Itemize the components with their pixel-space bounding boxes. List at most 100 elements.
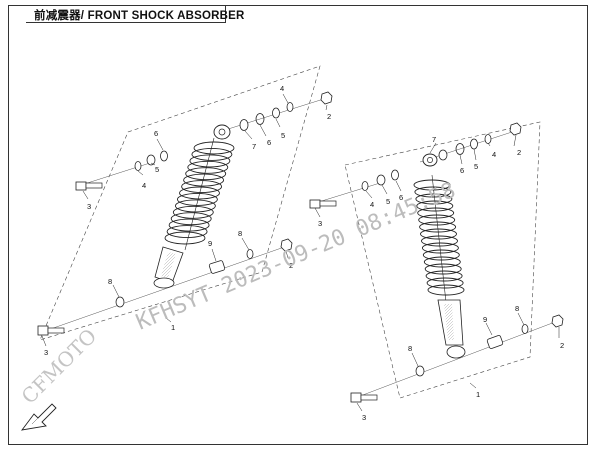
left-shock-assembly: 6 4 5 7 6 5 4 2 9 8 2 3 8 3 1 [37, 65, 333, 357]
bushing-5-top-left [146, 154, 156, 166]
callout-5-d: 5 [474, 162, 478, 171]
callout-7-b: 7 [432, 135, 436, 144]
spring-coil [420, 228, 457, 240]
bushing-7-left [239, 119, 249, 131]
spring-coil [417, 207, 455, 219]
callout-3-b: 3 [44, 348, 48, 357]
top-nut-right [509, 122, 522, 136]
spring-coil [413, 179, 451, 191]
lower-bolt-right [350, 392, 378, 403]
spring-coil [415, 193, 453, 205]
spring-coil [416, 200, 454, 212]
left-assembly-outline [39, 65, 321, 341]
spring-coil [187, 160, 229, 174]
callout-6-a: 6 [154, 129, 158, 138]
spring-coil [168, 218, 210, 232]
callout-9-a: 9 [208, 239, 212, 248]
spring-coil [189, 154, 231, 168]
callout-8-a: 8 [238, 229, 242, 238]
spring-coil [193, 141, 235, 155]
lower-bolt-left [37, 325, 65, 336]
spring-coil [172, 205, 214, 219]
callout-5-b: 5 [281, 131, 285, 140]
ring-6-top-right [391, 169, 399, 181]
bushing-5-top-right [376, 174, 386, 186]
right-spring [413, 174, 465, 303]
spring-coil [421, 235, 458, 247]
front-arrow-icon [20, 403, 57, 431]
spring-coil [427, 284, 465, 296]
bushing-5-left [272, 107, 280, 119]
ring-6-right [455, 143, 465, 155]
title-block [26, 5, 226, 23]
callout-5-c: 5 [386, 197, 390, 206]
left-damper-body [153, 246, 184, 289]
callout-3-a: 3 [87, 202, 91, 211]
right-assembly-outline [344, 121, 541, 399]
top-bolt-right [309, 199, 337, 209]
callout-2-a: 2 [327, 112, 331, 121]
spring-coil [423, 256, 461, 268]
washer-8-left [115, 296, 125, 308]
callout-9-b: 9 [483, 315, 487, 324]
top-bolt [75, 181, 103, 191]
callout-8-c: 8 [515, 304, 519, 313]
spring-coil [414, 186, 452, 198]
lower-mount-left [208, 238, 293, 274]
washer-8-right [415, 365, 425, 377]
spring-coil [181, 180, 223, 194]
callout-4-c: 4 [370, 200, 374, 209]
watermark-brand: CFMOTO [17, 324, 102, 409]
drawing-frame [8, 5, 588, 445]
right-shock-assembly: 7 4 5 6 6 5 4 2 9 8 2 8 3 1 3 [309, 121, 564, 422]
spring-coil [424, 263, 462, 275]
spring-coil [183, 173, 225, 187]
spring-coil [426, 277, 464, 289]
washer-4-left [286, 102, 294, 112]
page-title: 前减震器/ FRONT SHOCK ABSORBER [34, 10, 245, 22]
lower-mount-right [486, 314, 564, 349]
top-nut-left [320, 91, 333, 105]
callout-1-a: 1 [171, 323, 175, 332]
callout-6-b: 6 [267, 138, 271, 147]
callout-8-d: 8 [408, 344, 412, 353]
callout-2-b: 2 [289, 261, 293, 270]
bushing-7-right [438, 149, 448, 161]
ring-6-left [255, 113, 265, 125]
washer-4-top-right [361, 181, 369, 191]
spring-coil [174, 199, 216, 213]
callout-6-c: 6 [399, 193, 403, 202]
callout-2-d: 2 [560, 341, 564, 350]
callout-4-d: 4 [492, 150, 496, 159]
spring-coil [422, 249, 460, 261]
right-damper-body [437, 299, 466, 359]
spring-coil [421, 242, 459, 254]
spring-coil [179, 186, 220, 200]
callout-3-c: 3 [362, 413, 366, 422]
left-spring [164, 137, 235, 251]
washer-4-top-left [134, 161, 142, 171]
callout-4-a: 4 [142, 181, 146, 190]
callout-2-c: 2 [517, 148, 521, 157]
spring-coil [166, 225, 208, 239]
spring-coil [425, 270, 463, 282]
callout-3-d: 3 [318, 219, 322, 228]
spring-coil [418, 214, 456, 226]
callout-6-d: 6 [460, 166, 464, 175]
callout-8-b: 8 [108, 277, 112, 286]
spring-coil [170, 212, 212, 226]
callout-7-a: 7 [252, 142, 256, 151]
spring-coil [191, 147, 233, 161]
washer-4-right [484, 134, 492, 144]
callout-1-b: 1 [476, 390, 480, 399]
spring-coil [419, 221, 457, 233]
bushing-5-right [470, 138, 478, 150]
spring-coil [176, 192, 218, 206]
spring-coil [185, 167, 227, 181]
spring-coil [164, 231, 206, 245]
ring-6-top-left [160, 150, 168, 162]
callout-5-a: 5 [155, 165, 159, 174]
callout-4-b: 4 [280, 84, 284, 93]
